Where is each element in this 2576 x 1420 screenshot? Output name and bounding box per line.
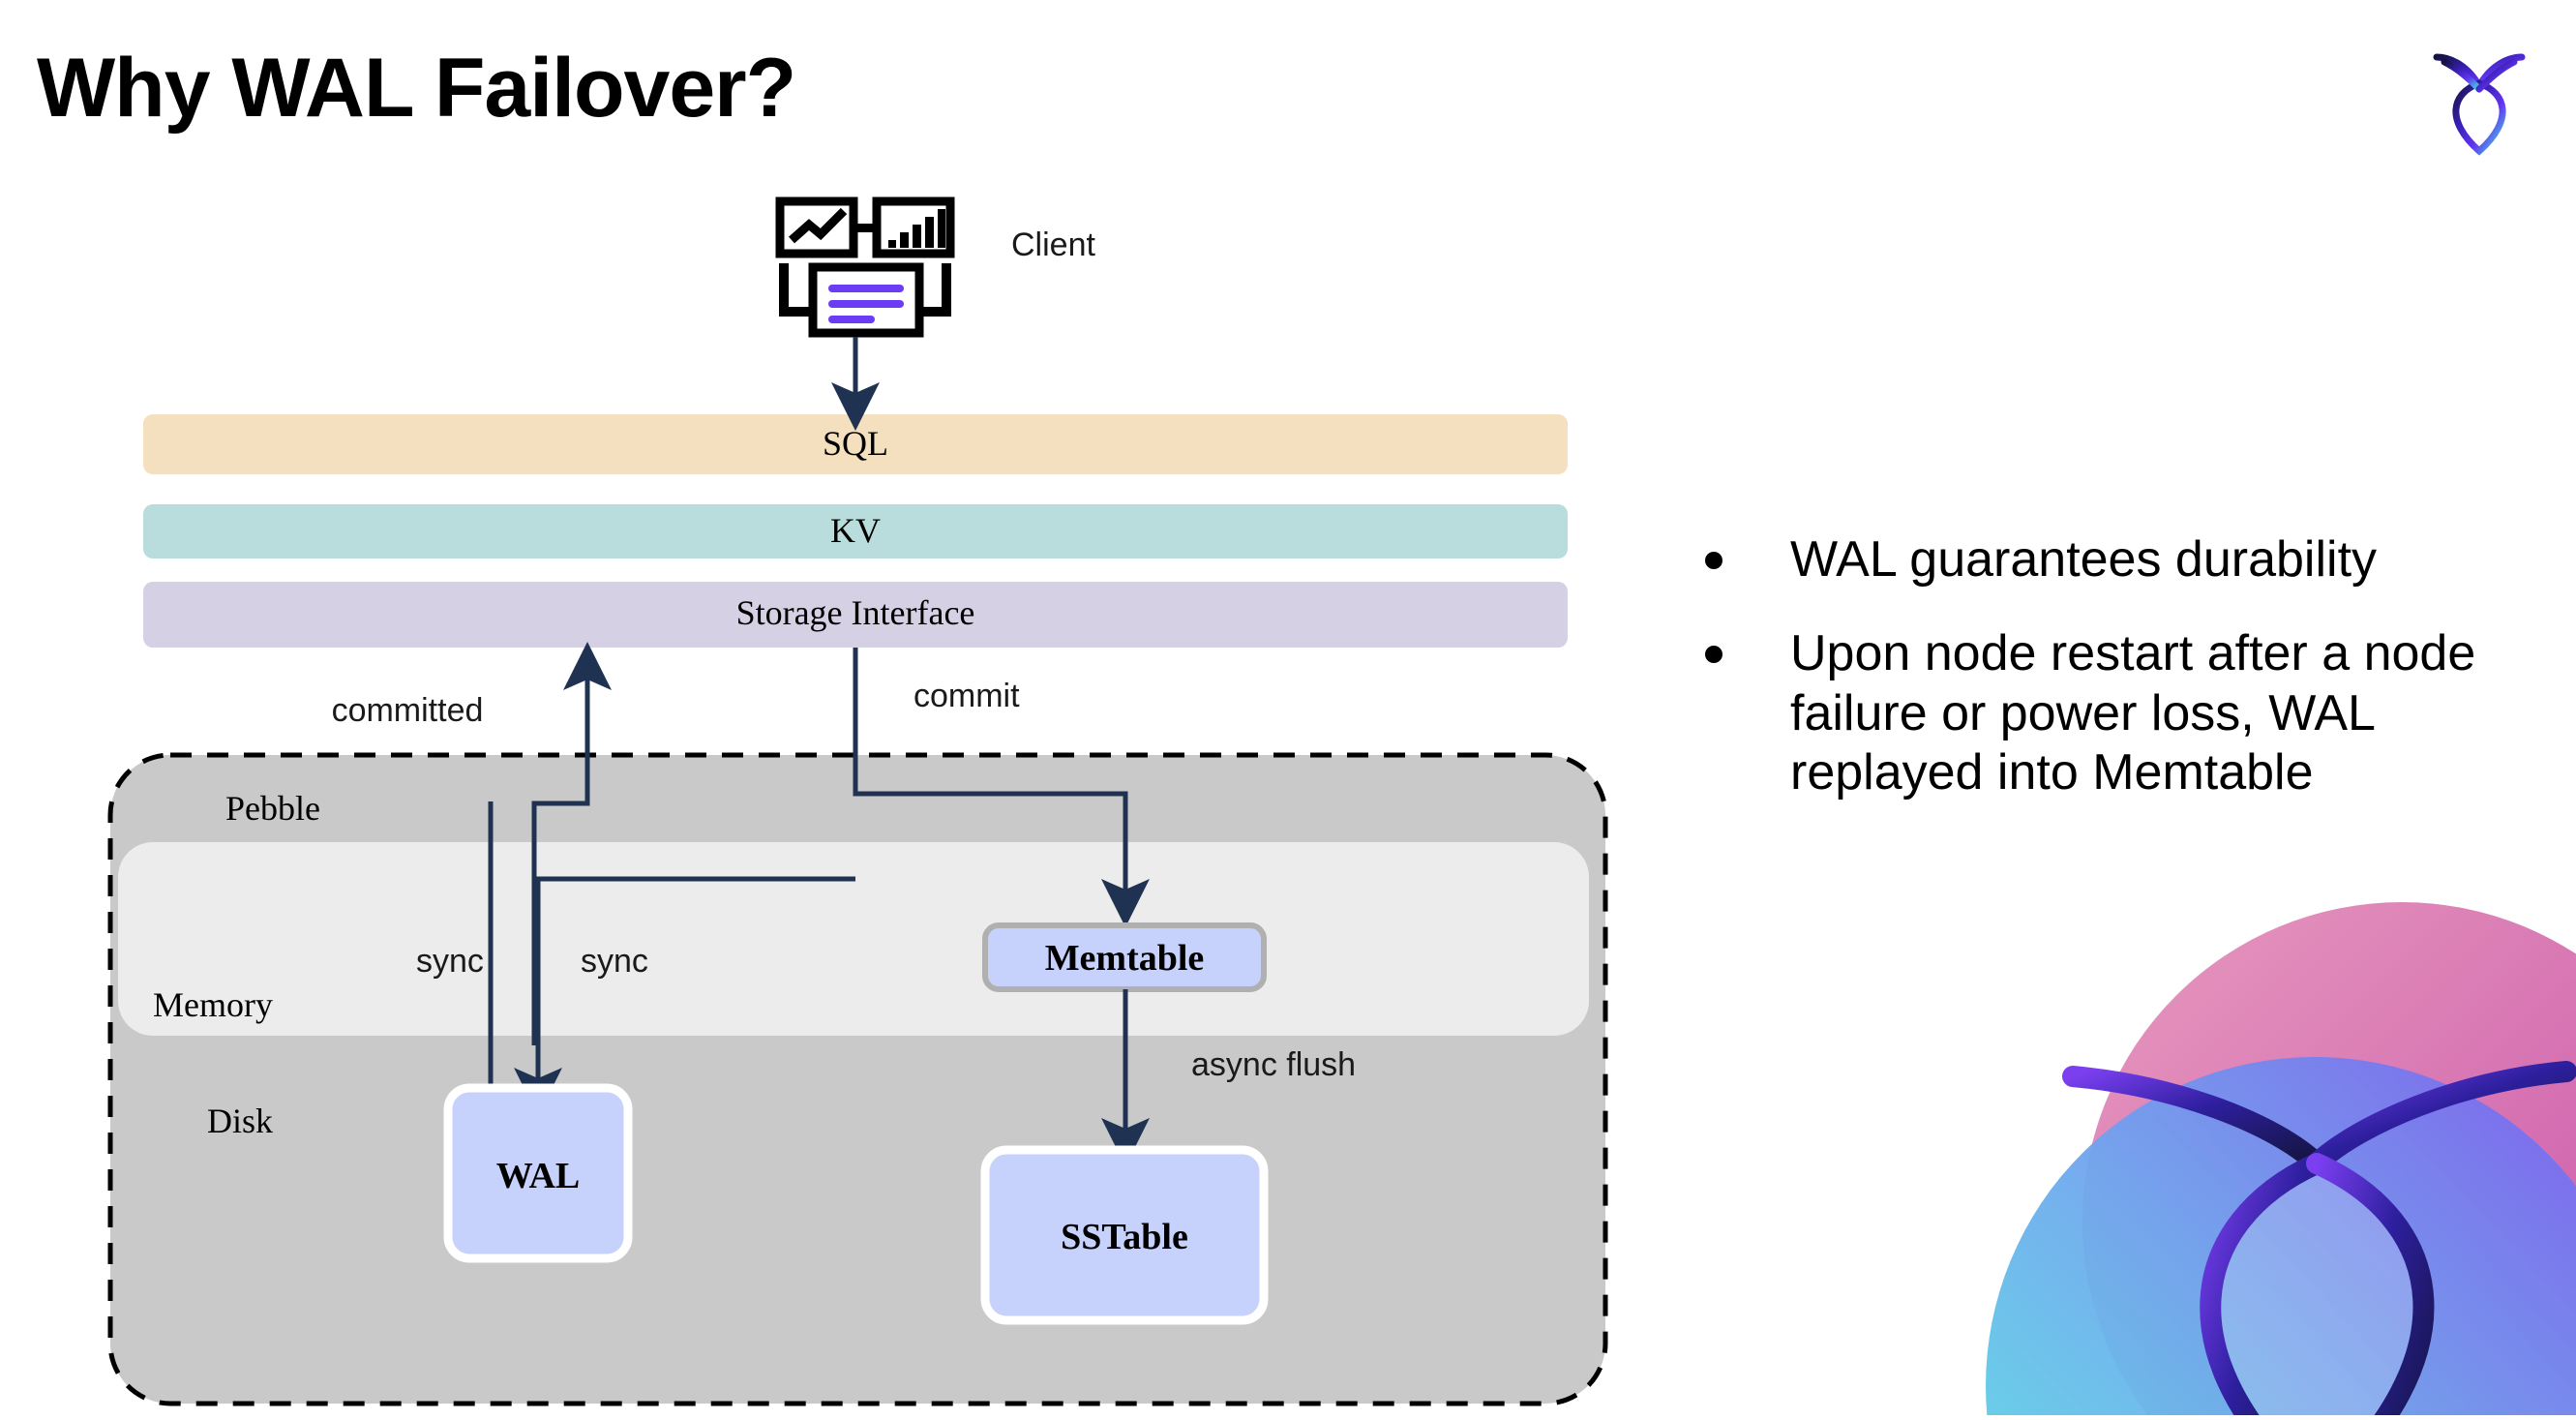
list-item: WAL guarantees durability <box>1705 530 2518 589</box>
node-sstable[interactable] <box>980 1145 1269 1325</box>
layer-label-storage-interface: Storage Interface <box>736 593 975 632</box>
node-label-sstable: SSTable <box>1061 1217 1188 1257</box>
layer-label-kv: KV <box>830 511 881 550</box>
cockroachdb-logo <box>2415 33 2543 161</box>
bullet-text: WAL guarantees durability <box>1790 531 2378 588</box>
edge-label-async-flush: async flush <box>1191 1046 1356 1083</box>
disk-label: Disk <box>207 1102 273 1140</box>
edge-label-committed: committed <box>332 692 484 729</box>
layer-bar-kv[interactable] <box>143 504 1568 559</box>
bullet-text: Upon node restart after a node failure o… <box>1790 625 2476 801</box>
memory-region <box>118 842 1589 1036</box>
edge-label-commit: commit <box>914 678 1020 714</box>
bullet-dot-icon <box>1705 646 1722 664</box>
edge-committed <box>531 642 612 1045</box>
edge-sync-right <box>514 876 855 1116</box>
layer-bar-sql[interactable] <box>143 414 1568 474</box>
pebble-label: Pebble <box>225 789 320 828</box>
bullet-dot-icon <box>1705 552 1722 569</box>
list-item: Upon node restart after a node failure o… <box>1705 624 2518 802</box>
node-label-wal: WAL <box>496 1156 581 1196</box>
node-label-memtable: Memtable <box>1045 938 1205 979</box>
edge-commit <box>853 648 1150 927</box>
layer-bar-storage-interface[interactable] <box>143 582 1568 648</box>
layer-label-sql: SQL <box>823 424 888 463</box>
client-monitor-icon <box>775 196 955 338</box>
client-label: Client <box>1011 227 1095 263</box>
node-wal[interactable] <box>443 1083 633 1263</box>
page-title: Why WAL Failover? <box>37 42 796 135</box>
edge-label-sync-right: sync <box>581 943 648 980</box>
bullet-list: WAL guarantees durability Upon node rest… <box>1705 530 2518 837</box>
edge-label-sync-left: sync <box>416 943 484 980</box>
memory-label: Memory <box>153 985 273 1024</box>
